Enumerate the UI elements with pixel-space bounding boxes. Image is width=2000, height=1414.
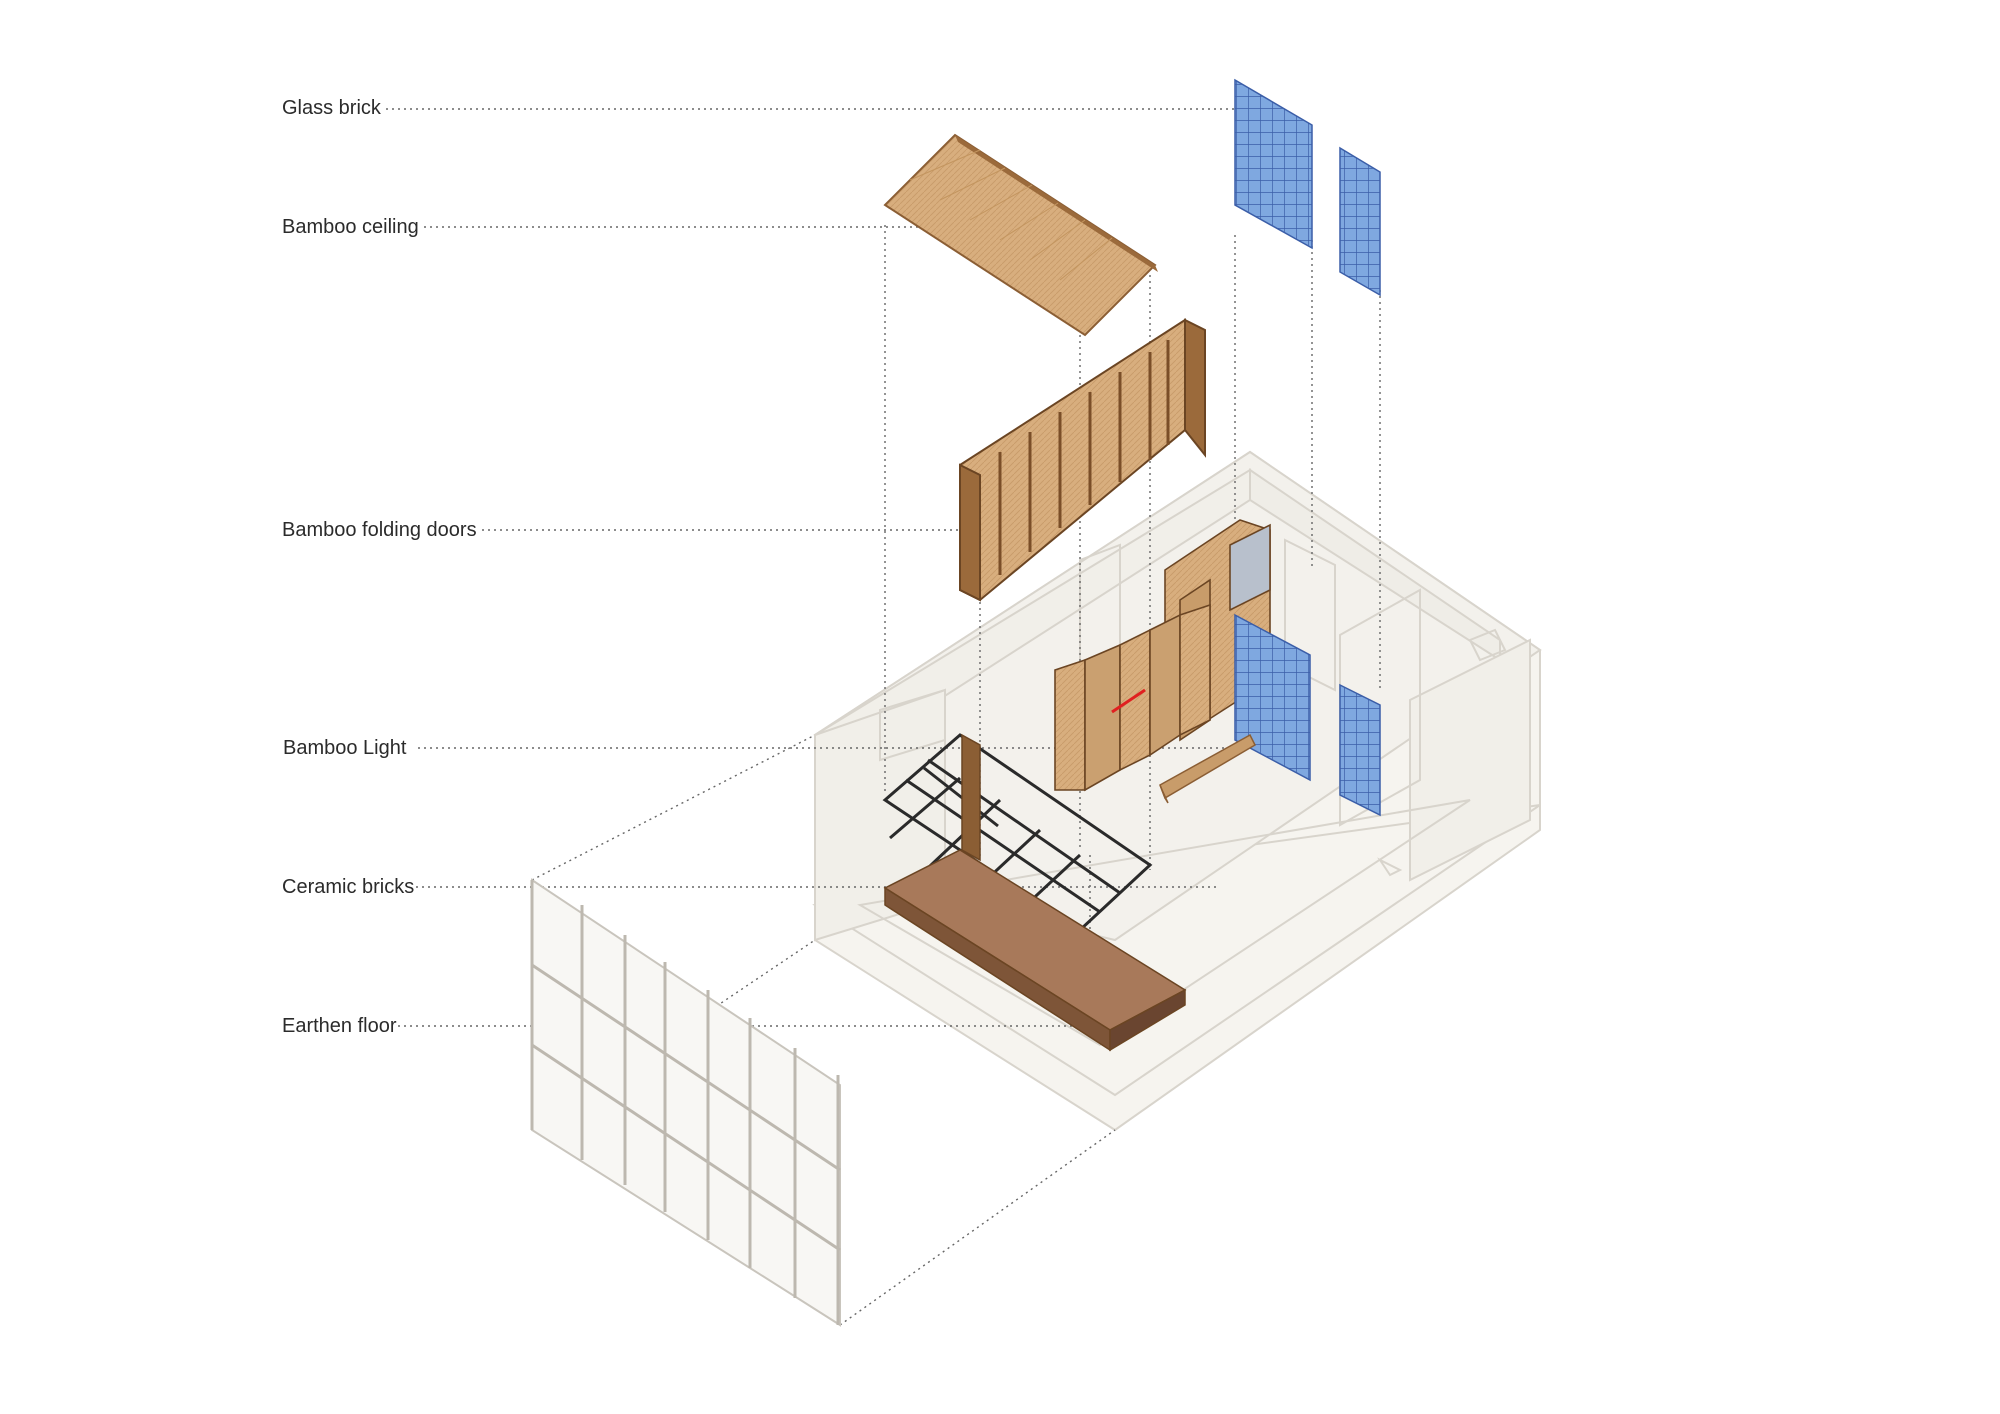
label-glass-brick: Glass brick xyxy=(282,97,381,119)
label-bamboo-light: Bamboo Light xyxy=(283,737,407,759)
label-earthen-floor: Earthen floor xyxy=(282,1015,397,1037)
bamboo-ceiling xyxy=(883,133,1158,337)
projection-lines xyxy=(386,108,1381,1326)
label-bamboo-ceiling: Bamboo ceiling xyxy=(282,216,419,238)
installed-glass-brick xyxy=(1234,613,1381,817)
glass-brick-panels xyxy=(1234,78,1381,297)
bamboo-folding-doors xyxy=(959,318,1206,602)
earthen-floor-platform xyxy=(883,849,1187,1052)
label-ceramic-bricks: Ceramic bricks xyxy=(282,876,415,898)
front-facade-frame xyxy=(530,878,841,1327)
label-bamboo-folding-doors: Bamboo folding doors xyxy=(282,519,477,541)
bamboo-light xyxy=(1159,733,1256,804)
ceramic-post xyxy=(961,733,981,862)
